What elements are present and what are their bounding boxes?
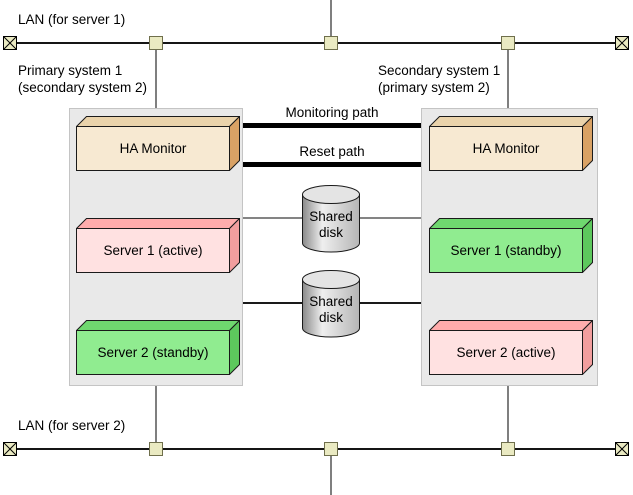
lan1-to-left-system-line bbox=[155, 49, 157, 109]
left-ha-monitor-box: HA Monitor bbox=[76, 116, 240, 171]
reset-path-line bbox=[243, 162, 421, 167]
lan2-label: LAN (for server 2) bbox=[18, 418, 126, 433]
right-system-title-line2: (primary system 2) bbox=[378, 80, 490, 95]
right-system-title-line1: Secondary system 1 bbox=[378, 63, 501, 78]
right-system-to-lan2-line bbox=[507, 386, 509, 443]
shared-disk2: Shared disk bbox=[302, 270, 360, 338]
lan2-node1-icon bbox=[149, 442, 163, 456]
left-system-title: Primary system 1 (secondary system 2) bbox=[18, 62, 147, 96]
lan2-node3-icon bbox=[501, 442, 515, 456]
left-ha-monitor-label: HA Monitor bbox=[119, 141, 187, 156]
lan1-uplink-line bbox=[330, 0, 332, 37]
lan2-terminator-right-icon bbox=[615, 442, 629, 456]
lan1-node1-icon bbox=[149, 36, 163, 50]
shared-disk1-label: Shared disk bbox=[309, 208, 353, 240]
lan2-downlink-line bbox=[330, 456, 332, 495]
right-system-title: Secondary system 1 (primary system 2) bbox=[378, 62, 500, 96]
left-system-title-line2: (secondary system 2) bbox=[18, 80, 148, 95]
lan1-label: LAN (for server 1) bbox=[18, 12, 126, 27]
left-server1-box: Server 1 (active) bbox=[76, 218, 240, 273]
disk-cylinder-icon bbox=[302, 270, 360, 338]
shared-disk2-label: Shared disk bbox=[309, 293, 353, 325]
lan1-to-right-system-line bbox=[507, 49, 509, 109]
right-server2-box: Server 2 (active) bbox=[429, 320, 593, 375]
right-ha-monitor-box: HA Monitor bbox=[429, 116, 593, 171]
lan1-node3-icon bbox=[501, 36, 515, 50]
monitoring-path-line bbox=[243, 123, 421, 128]
right-server1-label: Server 1 (standby) bbox=[450, 243, 562, 258]
lan1-terminator-left-icon bbox=[3, 36, 17, 50]
left-system-to-lan2-line bbox=[155, 386, 157, 443]
left-server2-box: Server 2 (standby) bbox=[76, 320, 240, 375]
right-server2-label: Server 2 (active) bbox=[456, 345, 556, 360]
reset-path-label: Reset path bbox=[299, 144, 365, 159]
lan2-line bbox=[17, 448, 616, 450]
lan1-terminator-right-icon bbox=[615, 36, 629, 50]
right-server1-box: Server 1 (standby) bbox=[429, 218, 593, 273]
right-ha-monitor-label: HA Monitor bbox=[472, 141, 540, 156]
shared-disk1: Shared disk bbox=[302, 185, 360, 253]
lan1-node2-icon bbox=[324, 36, 338, 50]
disk-cylinder-icon bbox=[302, 185, 360, 253]
monitoring-path-label: Monitoring path bbox=[285, 105, 379, 120]
left-server2-label: Server 2 (standby) bbox=[97, 345, 209, 360]
left-system-title-line1: Primary system 1 bbox=[18, 63, 123, 78]
left-server1-label: Server 1 (active) bbox=[103, 243, 203, 258]
lan2-terminator-left-icon bbox=[3, 442, 17, 456]
lan2-node2-icon bbox=[324, 442, 338, 456]
lan1-line bbox=[17, 42, 616, 44]
